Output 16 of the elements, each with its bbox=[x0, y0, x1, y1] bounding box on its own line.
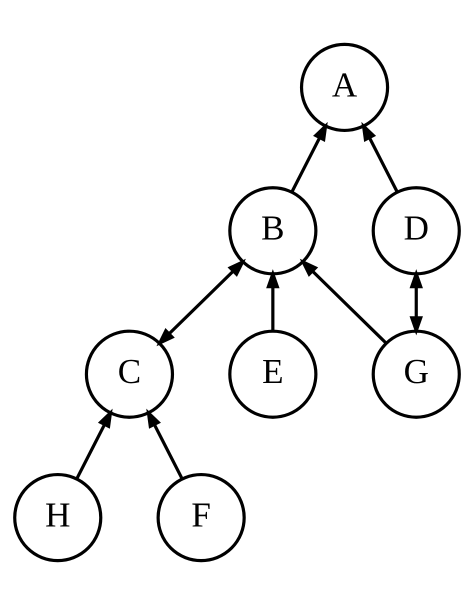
node-circle: H bbox=[13, 472, 102, 562]
arrow bbox=[156, 258, 246, 346]
node-circle: B bbox=[228, 186, 318, 275]
arrow bbox=[410, 268, 423, 335]
arrow bbox=[266, 268, 280, 330]
node-circle: F bbox=[156, 472, 246, 562]
arrow bbox=[146, 408, 184, 479]
node-circle: G bbox=[372, 329, 461, 418]
arrow bbox=[290, 121, 328, 192]
arrow bbox=[76, 408, 113, 479]
node-circle: C bbox=[84, 329, 174, 418]
node-circle: D bbox=[372, 186, 461, 275]
node-circle: E bbox=[228, 329, 318, 418]
arrow bbox=[300, 258, 387, 344]
arrow bbox=[361, 121, 398, 192]
node-circle: A bbox=[300, 42, 390, 132]
